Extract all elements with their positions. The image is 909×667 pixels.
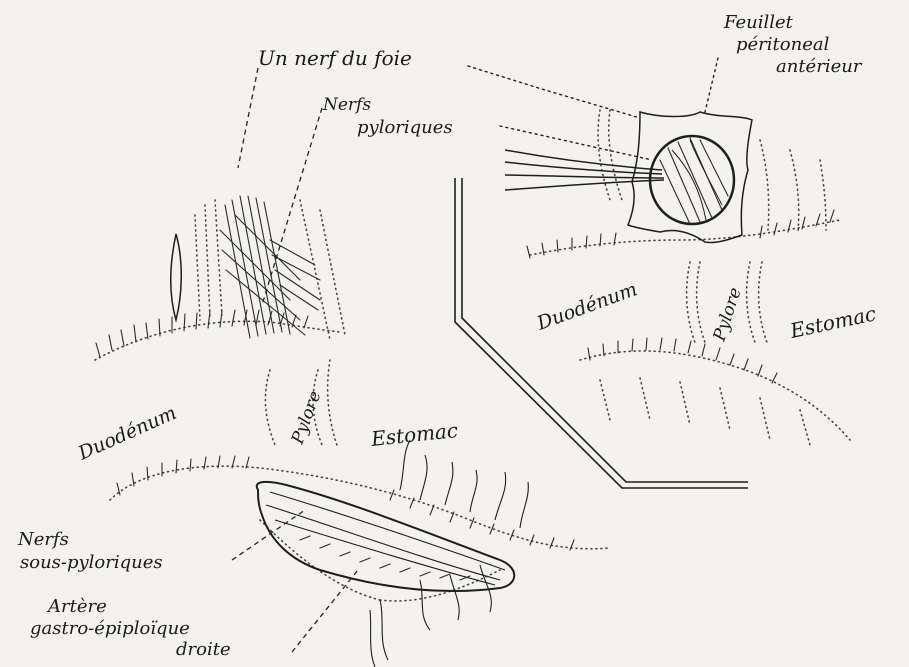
label-sous-pyloriques-2: sous-pyloriques xyxy=(20,552,163,573)
label-artere-3: droite xyxy=(176,639,231,660)
label-estomac-left: Estomac xyxy=(369,418,459,451)
label-pylore-right: Pylore xyxy=(709,285,745,344)
stomach-lower-curvature xyxy=(110,456,610,601)
label-feuillet-2: péritoneal xyxy=(736,34,830,55)
duodenum-upper-contour xyxy=(95,310,340,360)
label-feuillet-3: antérieur xyxy=(776,56,863,77)
pyloric-nerves-detail xyxy=(505,150,664,190)
label-nerfs-pyloriques-2: pyloriques xyxy=(357,117,453,138)
gastroepiploic-artery xyxy=(257,482,515,591)
label-nerfs-pyloriques-1: Nerfs xyxy=(322,95,371,115)
label-artere-1: Artère xyxy=(46,596,107,617)
label-feuillet-1: Feuillet xyxy=(723,12,794,33)
label-duodenum-left: Duodénum xyxy=(74,402,180,465)
stomach-right-curvature xyxy=(580,338,850,445)
detail-frame xyxy=(455,178,748,488)
label-artere-2: gastro-épiploïque xyxy=(30,618,190,639)
labels: Un nerf du foie Nerfs pyloriques Feuille… xyxy=(17,12,878,660)
duodenum-left-fold xyxy=(171,200,222,320)
stomach-vessel-branches xyxy=(370,440,528,667)
label-sous-pyloriques-1: Nerfs xyxy=(17,529,69,550)
label-estomac-right: Estomac xyxy=(787,301,878,343)
label-nerf-du-foie: Un nerf du foie xyxy=(258,46,412,70)
label-duodenum-right: Duodénum xyxy=(533,278,640,335)
